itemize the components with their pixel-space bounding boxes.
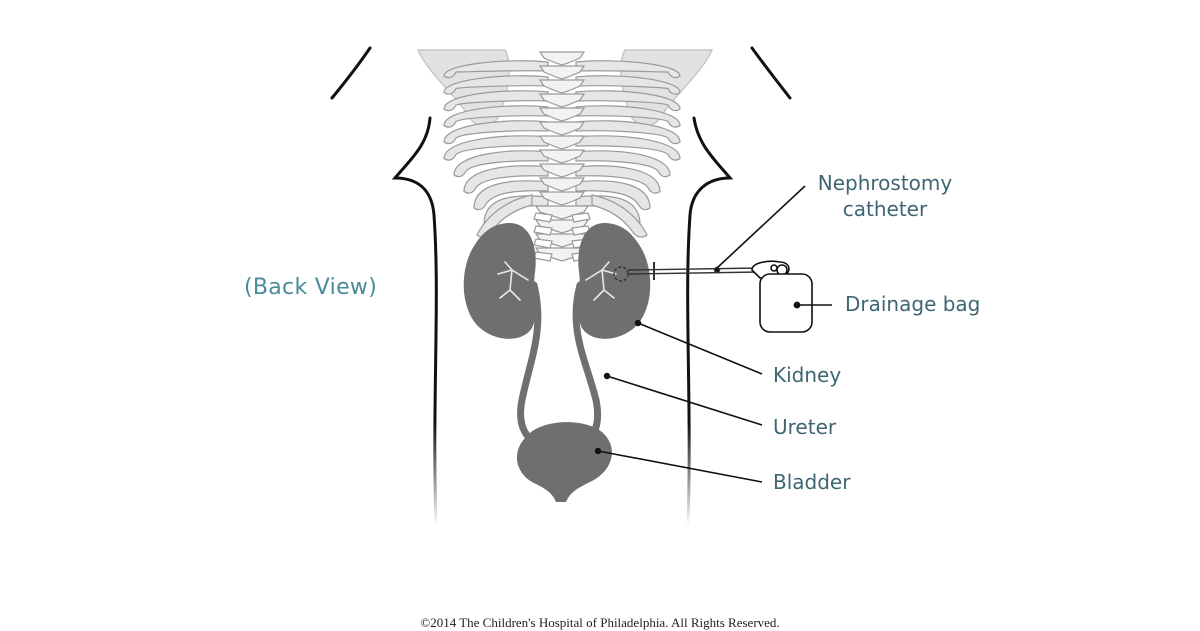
right-kidney xyxy=(578,222,651,339)
floating-rib xyxy=(591,194,648,238)
nephrostomy-label-line2: catheter xyxy=(842,197,928,221)
vertebra xyxy=(538,163,586,178)
rib xyxy=(575,75,681,95)
rib xyxy=(443,135,549,161)
kidneys xyxy=(463,222,651,339)
nephrostomy-catheter xyxy=(613,262,761,282)
rib xyxy=(473,180,549,211)
ribcage xyxy=(443,60,681,238)
nephrostomy-label-line1: Nephrostomy xyxy=(817,171,953,195)
rib xyxy=(575,120,681,145)
kidney-label: Kidney xyxy=(773,363,842,387)
lumbar-process xyxy=(533,251,553,262)
vertebra xyxy=(538,79,586,94)
leader-lines xyxy=(594,185,832,483)
vertebra xyxy=(538,191,586,206)
spine xyxy=(533,51,591,262)
vertebra xyxy=(538,107,586,122)
shoulder-outline xyxy=(330,46,792,100)
bladder-label: Bladder xyxy=(773,470,851,494)
vertebra xyxy=(538,149,586,164)
rib xyxy=(443,120,549,145)
vertebra xyxy=(538,177,586,192)
rib xyxy=(575,105,681,128)
rib xyxy=(575,60,681,79)
copyright-notice: ©2014 The Children's Hospital of Philade… xyxy=(420,615,780,630)
rib xyxy=(443,105,549,128)
rib xyxy=(463,165,549,194)
rib xyxy=(443,60,549,79)
vertebra xyxy=(538,135,586,150)
rib xyxy=(575,90,681,112)
lumbar-process xyxy=(571,212,591,223)
rib xyxy=(575,150,671,178)
rib xyxy=(575,135,681,161)
vertebra xyxy=(538,65,586,80)
vertebra xyxy=(538,51,586,66)
vertebra xyxy=(538,93,586,108)
rib xyxy=(443,90,549,112)
left-kidney xyxy=(463,222,536,339)
vertebra xyxy=(534,205,590,220)
rib xyxy=(575,165,661,194)
drainage-bag xyxy=(751,260,813,333)
ureter-label: Ureter xyxy=(773,415,837,439)
rib xyxy=(443,75,549,95)
lumbar-process xyxy=(533,212,553,223)
lumbar-process xyxy=(533,225,553,236)
rib xyxy=(453,150,549,178)
lumbar-process xyxy=(533,238,553,249)
rib xyxy=(575,180,651,211)
vertebra xyxy=(538,121,586,136)
view-label: (Back View) xyxy=(244,275,378,300)
nephrostomy-catheter-label: Nephrostomy catheter xyxy=(790,170,980,222)
bladder-organ xyxy=(516,422,612,502)
drainage-bag-label: Drainage bag xyxy=(845,292,981,316)
torso-outline xyxy=(391,116,734,527)
